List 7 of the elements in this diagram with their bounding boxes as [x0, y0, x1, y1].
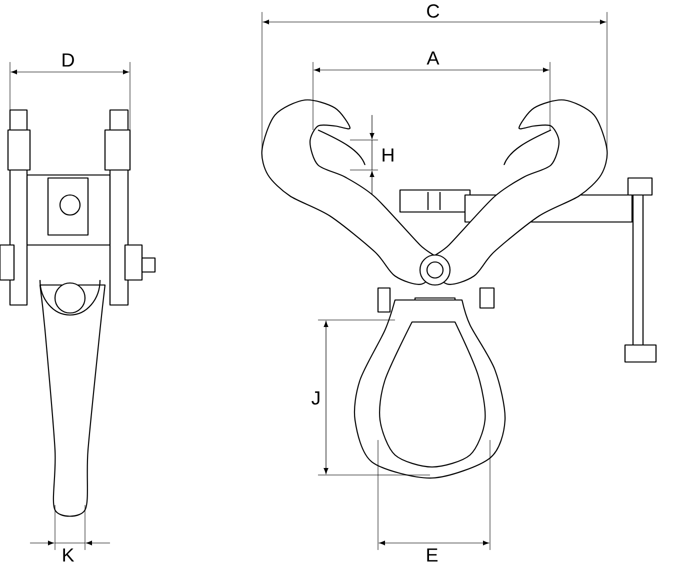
dimension-label: E [427, 548, 438, 562]
dimension-label: K [63, 548, 74, 562]
dimension-label: J [312, 391, 320, 405]
dimension-label: A [426, 51, 440, 65]
dimension-label: H [382, 148, 394, 162]
dimension-label: C [427, 4, 440, 18]
dimension-label: D [62, 53, 74, 67]
